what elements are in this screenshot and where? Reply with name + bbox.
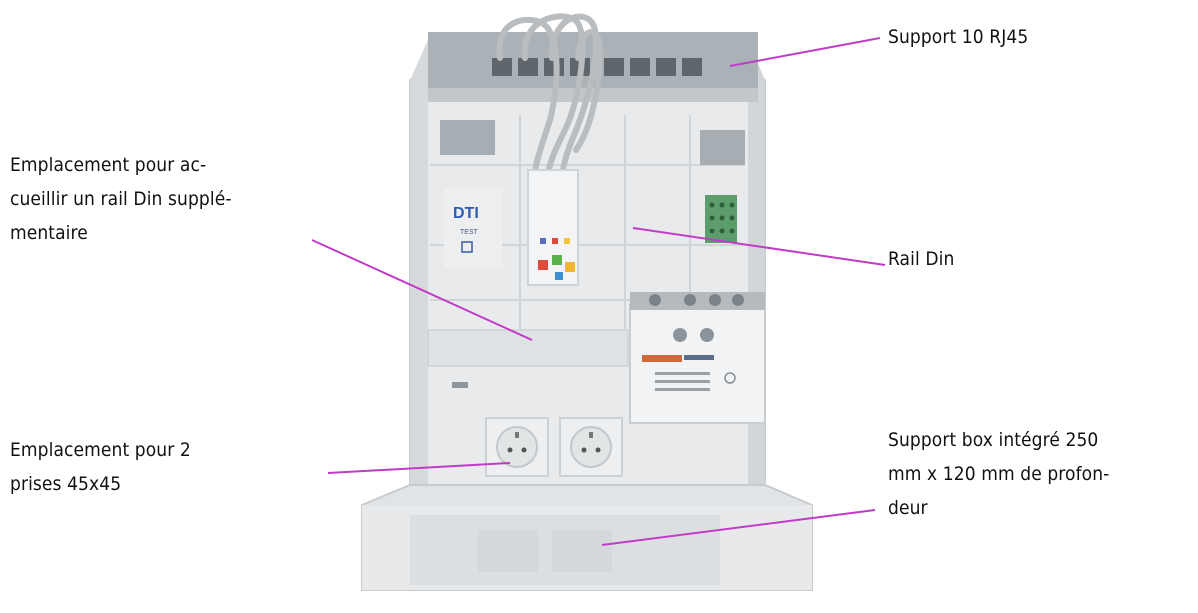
callout-box-support: Support box intégré 250 mm x 120 mm de p… xyxy=(888,423,1198,525)
din-rail-terminal xyxy=(705,195,737,243)
dti-label: DTI xyxy=(453,205,479,222)
leader-line-prises xyxy=(327,462,511,474)
callout-rail-extra-line3: mentaire xyxy=(10,222,88,244)
callout-prises: Emplacement pour 2 prises 45x45 xyxy=(10,433,310,501)
leader-line-rail-extra xyxy=(311,239,533,341)
dti-label-tile: DTI TEST xyxy=(444,188,502,268)
rj45-cables xyxy=(496,13,604,181)
callout-rail-din: Rail Din xyxy=(888,242,954,276)
box-support-tray xyxy=(361,484,813,591)
callout-box-line2: mm x 120 mm de profon- xyxy=(888,463,1110,485)
callout-rail-extra-line1: Emplacement pour ac- xyxy=(10,154,207,176)
callout-rail-extra: Emplacement pour ac- cueillir un rail Di… xyxy=(10,148,310,250)
callout-support-rj45: Support 10 RJ45 xyxy=(888,20,1028,54)
leader-line-rail xyxy=(632,227,886,266)
leader-line-rj45 xyxy=(729,37,881,67)
socket-left xyxy=(485,417,549,477)
callout-rail-din-text: Rail Din xyxy=(888,248,955,270)
leader-line-box xyxy=(601,509,876,546)
leader-lines xyxy=(311,37,886,546)
callout-prises-line2: prises 45x45 xyxy=(10,473,122,495)
tv-module xyxy=(629,292,766,424)
panel-slot xyxy=(452,382,468,388)
din-rail-slot xyxy=(427,329,629,367)
socket-right xyxy=(559,417,623,477)
callout-prises-line1: Emplacement pour 2 xyxy=(10,439,191,461)
callout-support-rj45-text: Support 10 RJ45 xyxy=(888,26,1029,48)
test-label: TEST xyxy=(460,229,479,236)
callout-box-line1: Support box intégré 250 xyxy=(888,429,1099,451)
callout-rail-extra-line2: cueillir un rail Din supplé- xyxy=(10,188,232,210)
dti-module xyxy=(527,169,579,286)
callout-box-line3: deur xyxy=(888,497,928,519)
